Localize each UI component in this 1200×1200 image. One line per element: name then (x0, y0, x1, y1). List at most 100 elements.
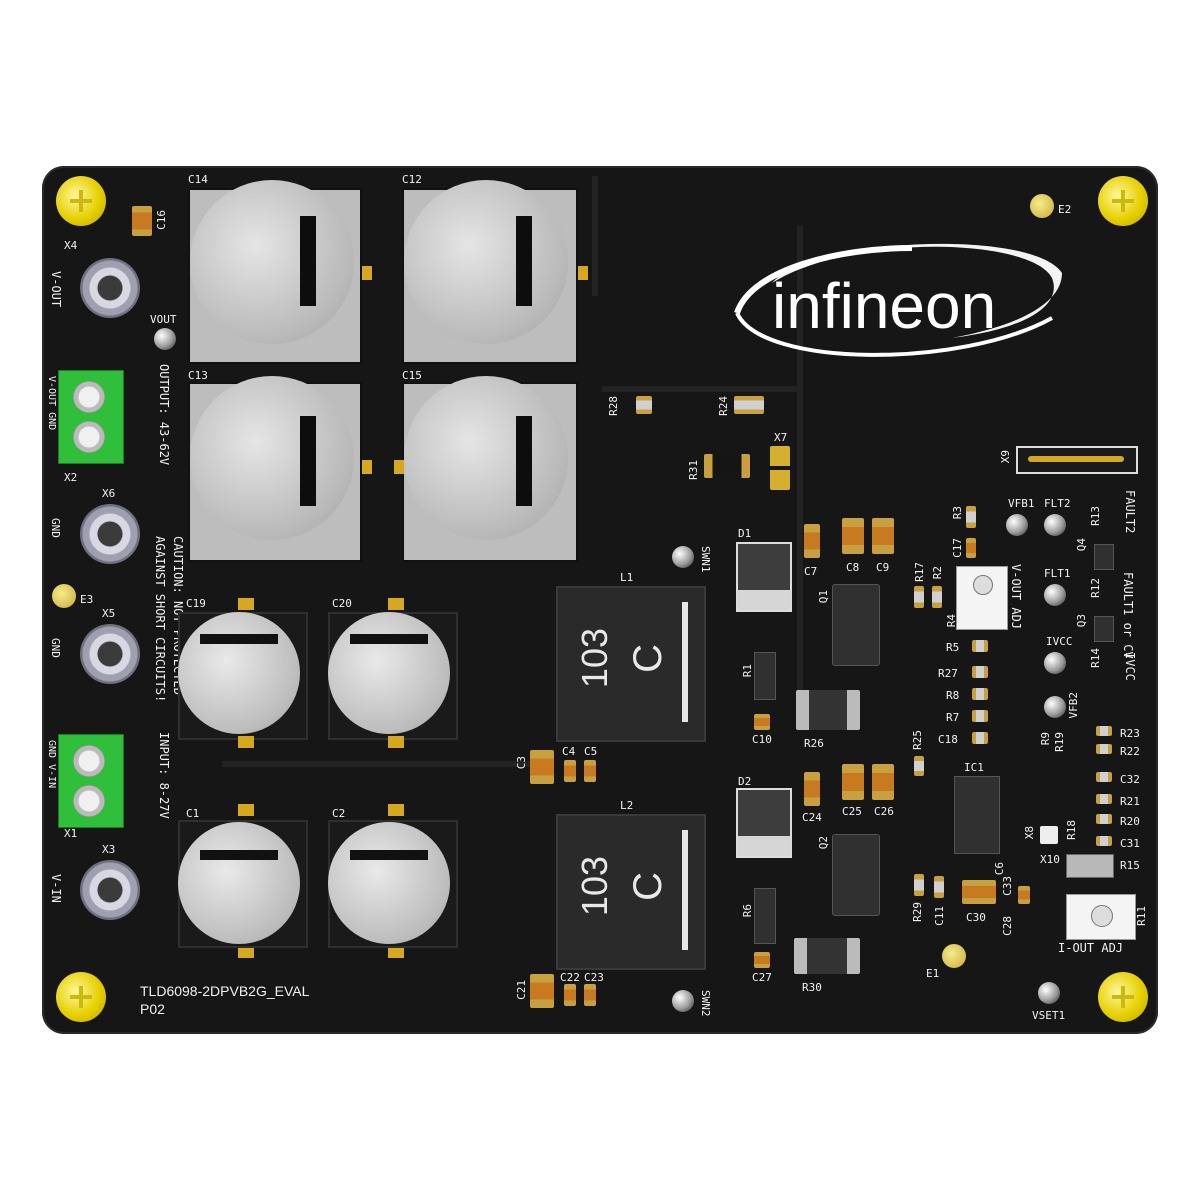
resistor-r17 (914, 586, 924, 608)
capacitor-c24 (804, 772, 820, 806)
label-r5: R5 (946, 641, 960, 654)
board-revision: P02 (140, 1001, 165, 1017)
label-q2: Q2 (817, 836, 830, 850)
label-c11: C11 (933, 906, 946, 926)
terminal-vout[interactable] (80, 258, 140, 318)
screw-terminal[interactable] (73, 785, 105, 817)
testpoint-flt1[interactable] (1044, 584, 1066, 606)
testpoint-e1[interactable] (942, 944, 966, 968)
label-c8: C8 (846, 561, 860, 574)
testpoint-vout[interactable] (154, 328, 176, 350)
label-r24: R24 (717, 396, 730, 416)
label-c7: C7 (804, 565, 818, 578)
copper-trace (797, 226, 803, 726)
screw-terminal[interactable] (73, 421, 105, 453)
jumper-x9[interactable] (1016, 446, 1138, 474)
resistor-r24 (734, 396, 764, 414)
solder-tab (238, 736, 254, 748)
capacitor-c11 (934, 876, 944, 898)
label-c4: C4 (562, 745, 576, 758)
testpoint-vfb1[interactable] (1006, 514, 1028, 536)
input-note: INPUT: 8-27V (157, 732, 171, 819)
testpoint-x8[interactable] (1040, 826, 1058, 844)
resistor-r22 (1096, 744, 1112, 754)
solder-tab (578, 266, 588, 280)
label-r13: R13 (1089, 506, 1102, 526)
jumper-x10[interactable] (1066, 854, 1114, 878)
testpoint-e2[interactable] (1030, 194, 1054, 218)
label-r21: R21 (1120, 795, 1140, 808)
label-c9: C9 (876, 561, 890, 574)
label-c1: C1 (186, 807, 200, 820)
inductor-l1-marking: C (626, 644, 670, 673)
label-vout-adj: V-OUT ADJ (1009, 564, 1023, 630)
label-c27: C27 (752, 971, 772, 984)
testpoint-vfb2[interactable] (1044, 696, 1066, 718)
copper-trace (222, 761, 542, 767)
testpoint-swn2[interactable] (672, 990, 694, 1012)
testpoint-vset1[interactable] (1038, 982, 1060, 1004)
label-ivcc: IVCC (1123, 652, 1137, 681)
resistor-r26 (796, 690, 860, 730)
label-ivcc-tp: IVCC (1046, 635, 1073, 648)
label-r8: R8 (946, 689, 960, 702)
label-c16: C16 (155, 210, 168, 230)
label-r19: R19 (1053, 732, 1066, 752)
label-r3: R3 (951, 506, 964, 520)
resistor-r1 (754, 652, 776, 700)
terminal-block-x1[interactable] (58, 734, 124, 828)
label-c30: C30 (966, 911, 986, 924)
solder-tab (238, 804, 254, 816)
capacitor-c32 (1096, 772, 1112, 782)
potentiometer-iout-adj[interactable] (1066, 894, 1136, 940)
capacitor-c20 (328, 612, 450, 734)
capacitor-c30 (962, 880, 996, 904)
label-fault1: FAULT1 or CV (1121, 572, 1135, 659)
pcb-board: infineon X4 V-OUT V-OUT GND X2 X6 GND E3… (42, 166, 1158, 1034)
diode-d1 (736, 542, 792, 612)
capacitor-c14 (190, 180, 354, 344)
potentiometer-vout-adj[interactable] (956, 566, 1008, 630)
terminal-vin[interactable] (80, 860, 140, 920)
testpoint-ivcc[interactable] (1044, 652, 1066, 674)
testpoint-flt2[interactable] (1044, 514, 1066, 536)
capacitor-c8 (842, 518, 864, 554)
label-l1: L1 (620, 571, 634, 584)
terminal-gnd-x5[interactable] (80, 624, 140, 684)
label-c21: C21 (515, 980, 528, 1000)
jumper-wire[interactable] (1028, 456, 1124, 462)
jumper-x7[interactable] (770, 446, 790, 490)
label-l2: L2 (620, 799, 634, 812)
capacitor-c16 (132, 206, 152, 236)
solder-tab (238, 948, 254, 958)
label-vfb1: VFB1 (1008, 497, 1035, 510)
capacitor-c9 (872, 518, 894, 554)
potentiometer-knob[interactable] (1091, 905, 1113, 927)
label-r18: R18 (1065, 820, 1078, 840)
screw-terminal[interactable] (73, 745, 105, 777)
label-e2: E2 (1058, 203, 1072, 216)
label-c3: C3 (515, 756, 528, 770)
capacitor-c15 (404, 376, 568, 540)
label-c26: C26 (874, 805, 894, 818)
inductor-l2-mark (682, 830, 688, 950)
potentiometer-knob[interactable] (973, 575, 993, 595)
testpoint-e3[interactable] (52, 584, 76, 608)
label-r9: R9 (1039, 732, 1052, 746)
testpoint-swn1[interactable] (672, 546, 694, 568)
caution-line-2: AGAINST SHORT CIRCUITS! (153, 536, 167, 703)
screw-terminal[interactable] (73, 381, 105, 413)
solder-tab (388, 804, 404, 816)
inductor-l2: C 103 (556, 814, 706, 970)
label-x1-pins: GND V-IN (46, 740, 57, 789)
label-flt1: FLT1 (1044, 567, 1071, 580)
terminal-gnd-x6[interactable] (80, 504, 140, 564)
ic1-controller (954, 776, 1000, 854)
label-r27: R27 (938, 667, 958, 680)
label-c28: C28 (1001, 916, 1014, 936)
inductor-l1: C 103 (556, 586, 706, 742)
label-vin: V-IN (49, 874, 63, 903)
terminal-block-x2[interactable] (58, 370, 124, 464)
inductor-l2-marking: C (626, 872, 670, 901)
resistor-r2 (932, 586, 942, 608)
